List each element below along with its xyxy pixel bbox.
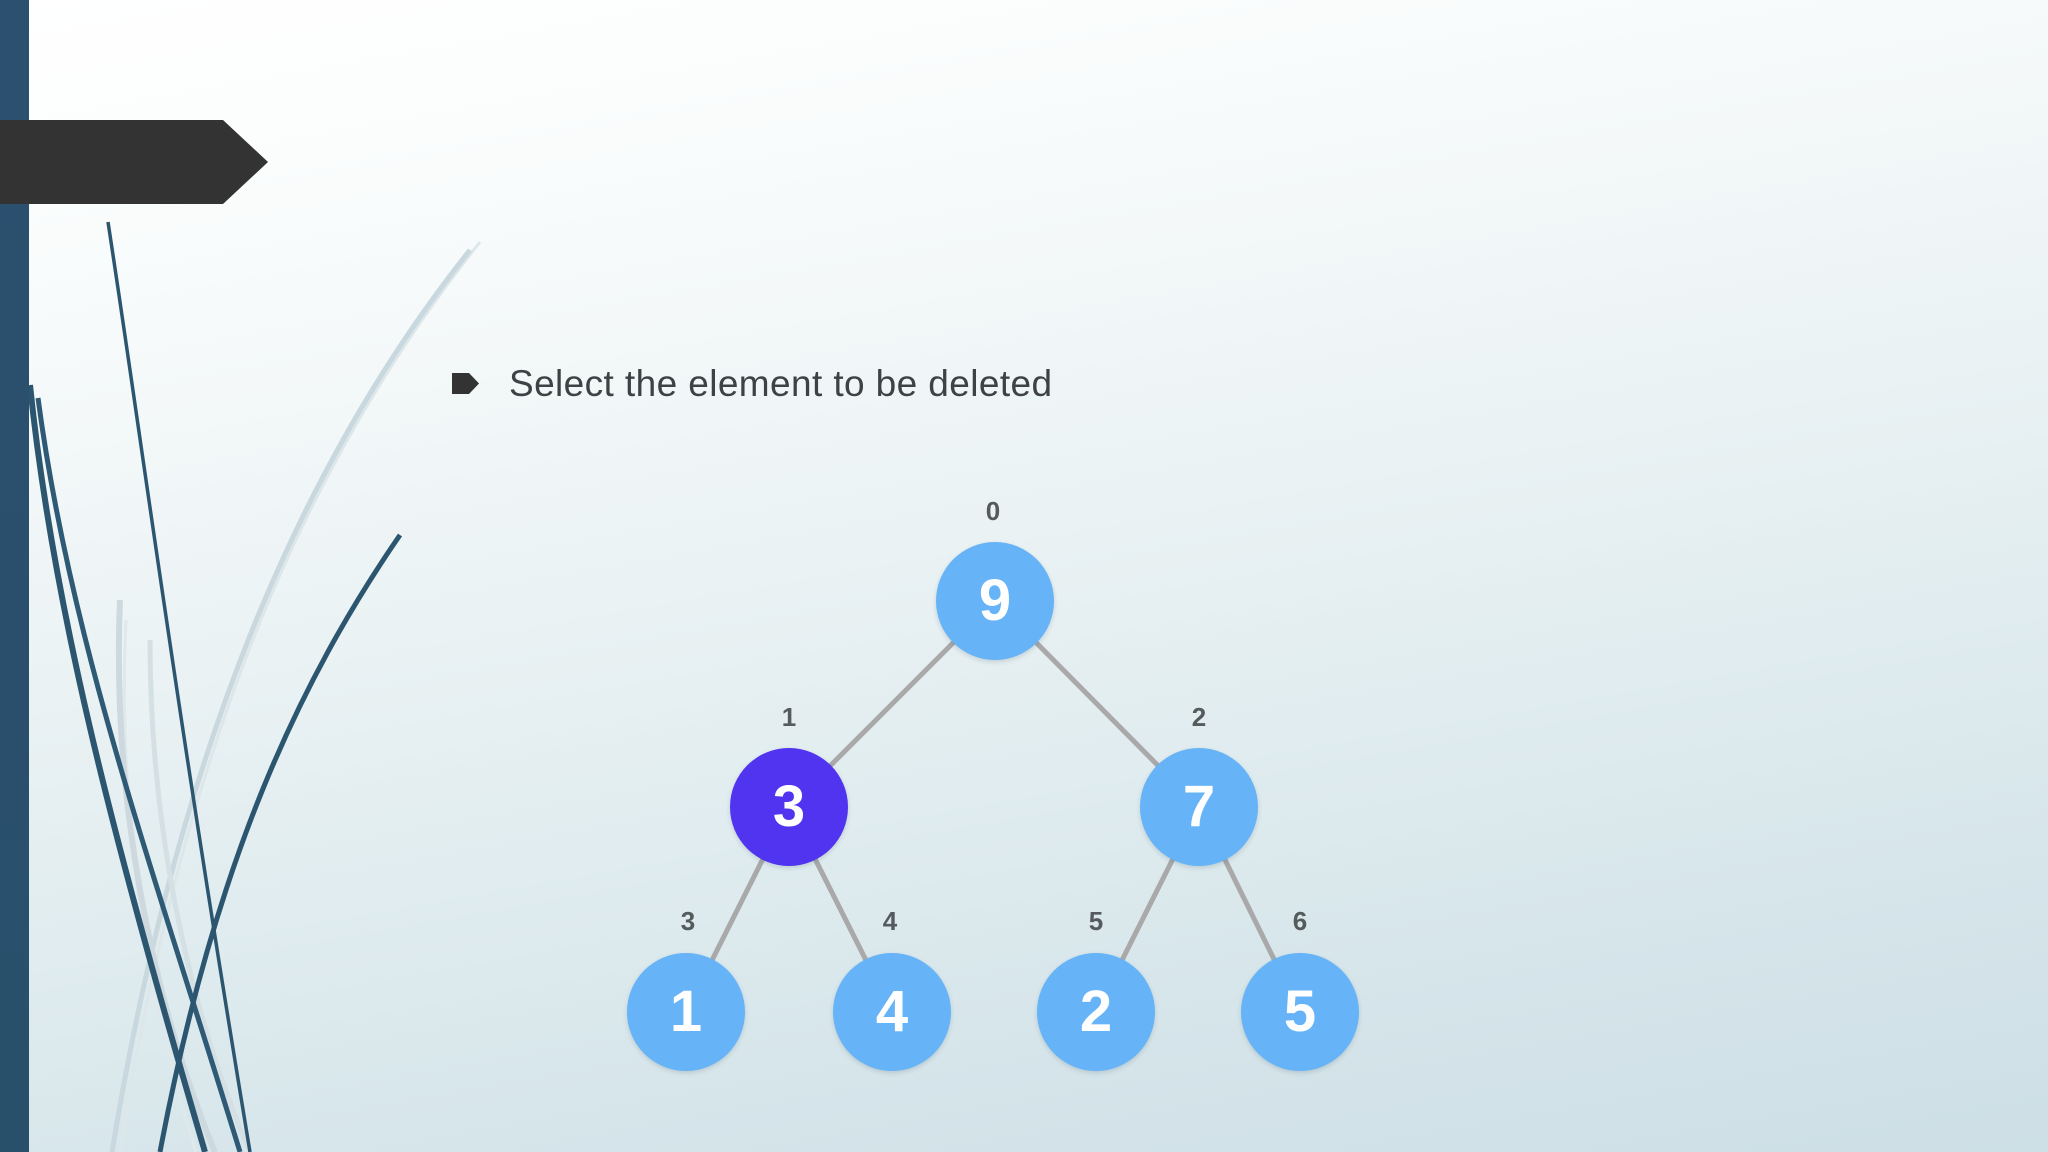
tree-edge	[811, 853, 870, 966]
title-banner-shape	[0, 120, 268, 204]
tree-node-index-label: 1	[781, 702, 797, 732]
tree-node[interactable]: 9	[936, 542, 1054, 660]
tree-edge	[825, 637, 959, 771]
tree-node-index-label: 4	[882, 906, 898, 936]
bullet-row: Select the element to be deleted	[452, 365, 1053, 402]
tree-edge	[708, 853, 767, 966]
tree-node[interactable]: 2	[1037, 953, 1155, 1071]
tree-node-index-label: 3	[680, 906, 696, 936]
tree-node[interactable]: 7	[1140, 748, 1258, 866]
tree-edge	[1118, 853, 1177, 966]
tree-node[interactable]: 5	[1241, 953, 1359, 1071]
tree-node[interactable]: 1	[627, 953, 745, 1071]
tree-edge	[1220, 853, 1279, 966]
bullet-text: Select the element to be deleted	[509, 363, 1053, 404]
tree-node-index-label: 0	[985, 496, 1001, 526]
pennant-arrow-icon	[452, 373, 479, 394]
tree-node-index-label: 5	[1088, 906, 1104, 936]
tree-node-index-label: 6	[1292, 906, 1308, 936]
tree-node[interactable]: 4	[833, 953, 951, 1071]
tree-node-index-label: 2	[1191, 702, 1207, 732]
tree-edge	[1031, 637, 1163, 771]
tree-node-selected[interactable]: 3	[730, 748, 848, 866]
